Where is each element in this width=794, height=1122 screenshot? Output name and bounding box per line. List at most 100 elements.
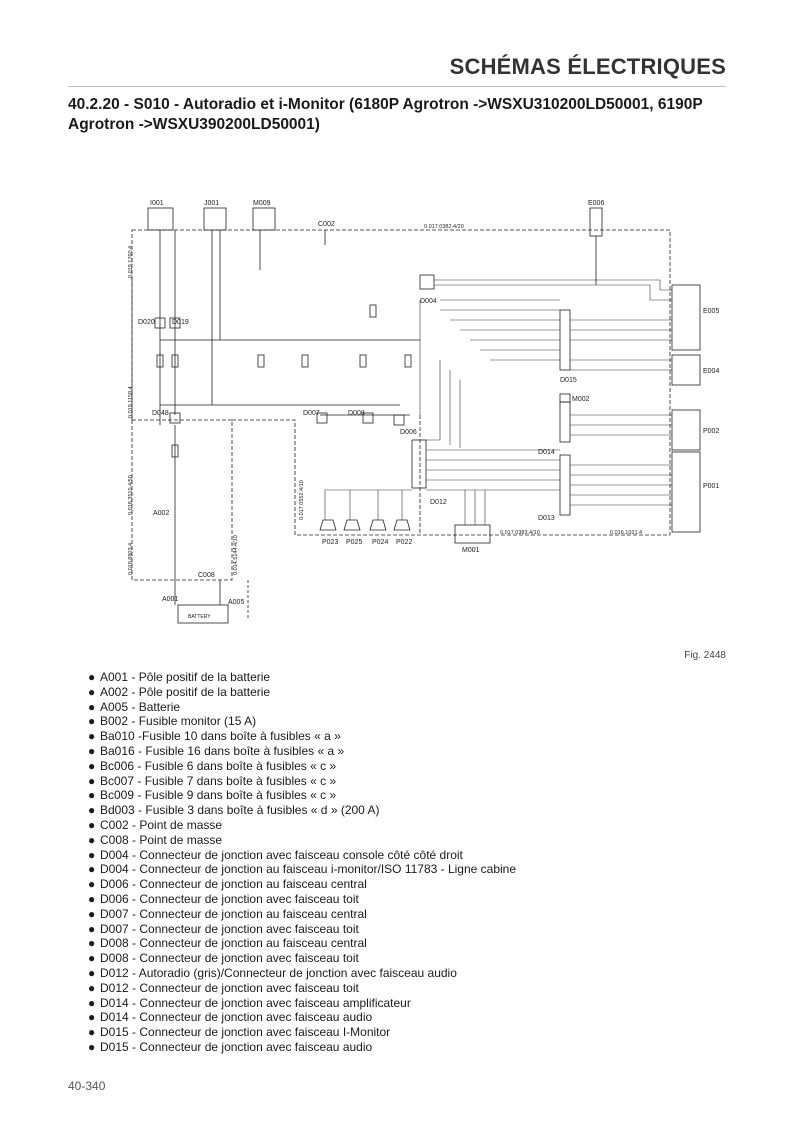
legend-item: ● Bd003 - Fusible 3 dans boîte à fusibles… (88, 803, 516, 818)
label-m002: M002 (572, 396, 590, 403)
d014-block (559, 401, 571, 443)
bullet-icon: ● (88, 670, 96, 684)
bullet-icon: ● (88, 877, 96, 892)
legend-item-text: Bd003 - Fusible 3 dans boîte à fusibles … (100, 803, 380, 818)
legend-item-text: D008 - Connecteur de jonction avec faisc… (100, 951, 359, 966)
legend-item-text: D014 - Connecteur de jonction avec faisc… (100, 995, 411, 1010)
legend-item: ● C008 - Point de masse (88, 833, 516, 848)
bullet-icon: ● (88, 951, 96, 966)
wire-ref-bottom-2: 0.016.1021.4 (610, 530, 642, 536)
legend-item: ●D014 - Connecteur de jonction avec fais… (88, 1010, 516, 1025)
legend-item-text: C002 - Point de masse (100, 817, 223, 832)
label-m001: M001 (462, 547, 480, 554)
legend-item-text: D006 - Connecteur de jonction avec faisc… (100, 891, 359, 906)
bullet-icon: ● (88, 803, 96, 818)
legend-item-text: D007 - Connecteur de jonction au faiscea… (100, 906, 367, 921)
p002-box (671, 409, 701, 451)
wiring-diagram: I001 J001 M009 C002 E006 D004 D020 D019 … (128, 200, 719, 624)
legend-item: ●B002 - Fusible monitor (15 A) (88, 714, 516, 729)
legend-item: ●D007 - Connecteur de jonction avec fais… (88, 922, 516, 937)
e006-box (589, 207, 603, 237)
legend-item-text: D004 - Connecteur de jonction au faiscea… (100, 862, 517, 877)
wire-ref-mid: 0.014.5144.4/10 (233, 535, 239, 575)
legend-item-text: D012 - Connecteur de jonction avec faisc… (100, 980, 359, 995)
d004-block (419, 274, 435, 290)
legend-item-text: D006 - Connecteur de jonction au faiscea… (100, 877, 367, 892)
label-d007: D007 (303, 410, 320, 417)
i001-box (147, 207, 174, 231)
legend-item-text: A002 - Pôle positif de la batterie (100, 684, 271, 699)
legend-item-text: D008 - Connecteur de jonction au faiscea… (100, 936, 367, 951)
label-p022: P022 (396, 539, 412, 546)
legend-item-text: Bc007 - Fusible 7 dans boîte à fusibles … (100, 773, 337, 788)
bullet-icon: ● (88, 714, 96, 729)
bullet-icon: ● (88, 980, 96, 995)
battery-box (177, 604, 229, 624)
legend-item: ● D004 - Connecteur de jonction avec fais… (88, 848, 516, 863)
label-d014: D014 (538, 449, 555, 456)
bullet-icon: ● (88, 995, 96, 1010)
legend-item: ●Ba010 -Fusible 10 dans boîte à fusibles… (88, 729, 516, 744)
p001-box (671, 451, 701, 533)
legend-item-text: A001 - Pôle positif de la batterie (100, 670, 271, 684)
bullet-icon: ● (88, 832, 96, 847)
bullet-icon: ● (88, 758, 96, 773)
label-p024: P024 (372, 539, 388, 546)
legend-item: ● D008 - Connecteur de jonction avec fais… (88, 951, 516, 966)
legend-item: ● Bc007 - Fusible 7 dans boîte à fusibles… (88, 774, 516, 789)
label-battery: BATTERY (188, 614, 211, 620)
label-p002: P002 (703, 428, 719, 435)
section-title: 40.2.20 - S010 - Autoradio et i-Monitor … (68, 96, 703, 133)
label-d020: D020 (138, 319, 155, 326)
wire-ref-left-3: 0.018.3510.4/50 (128, 475, 134, 515)
label-d008: D008 (348, 410, 365, 417)
bullet-icon: ● (88, 936, 96, 951)
legend-item-text: D015 - Connecteur de jonction avec faisc… (100, 1039, 373, 1054)
m002-block (559, 393, 571, 403)
legend-item: ●D012 - Autoradio (gris)/Connecteur de j… (88, 966, 516, 981)
d013-block (559, 454, 571, 516)
legend-item-text: D004 - Connecteur de jonction avec faisc… (100, 847, 463, 862)
header-divider (68, 86, 726, 87)
legend-item: ●A005 - Batterie (88, 700, 516, 715)
label-d015: D015 (560, 377, 577, 384)
wire-ref-top: 0.017.0382.4/20 (424, 224, 464, 230)
label-e005: E005 (703, 308, 719, 315)
label-c002: C002 (318, 221, 335, 228)
label-e004: E004 (703, 368, 719, 375)
label-c008: C008 (198, 572, 215, 579)
bullet-icon: ● (88, 1010, 96, 1025)
d012-block (411, 439, 427, 489)
legend-item: ●Bc006 - Fusible 6 dans boîte à fusibles… (88, 759, 516, 774)
legend-item-text: C008 - Point de masse (100, 832, 223, 847)
bullet-icon: ● (88, 684, 96, 699)
legend-item-text: Bc009 - Fusible 9 dans boîte à fusibles … (100, 788, 337, 803)
label-d013: D013 (538, 515, 555, 522)
legend-item: ● D008 - Connecteur de jonction au faisce… (88, 936, 516, 951)
label-p025: P025 (346, 539, 362, 546)
legend-item: ●D006 - Connecteur de jonction avec fais… (88, 892, 516, 907)
header-title: SCHÉMAS ÉLECTRIQUES (449, 54, 726, 79)
wire-ref-center: 0.017.0552.4/10 (299, 480, 305, 520)
label-p023: P023 (322, 539, 338, 546)
label-a005: A005 (228, 599, 244, 606)
m009-box (252, 207, 276, 231)
legend-item-text: Ba016 - Fusible 16 dans boîte à fusibles… (100, 743, 345, 758)
bullet-icon: ● (88, 817, 96, 832)
wire-ref-bottom-1: 0.017.0383.4/10 (500, 530, 540, 536)
bullet-icon: ● (88, 773, 96, 788)
legend-item: ● A001 - Pôle positif de la batterie (88, 670, 516, 685)
bullet-icon: ● (88, 743, 96, 758)
bullet-icon: ● (88, 729, 96, 744)
bullet-icon: ● (88, 862, 96, 877)
legend-item: ●D015 - Connecteur de jonction avec fais… (88, 1025, 516, 1040)
bullet-icon: ● (88, 847, 96, 862)
label-d004: D004 (420, 298, 437, 305)
wire-ref-left-1: 0.019.1760.4 (128, 246, 134, 278)
legend-item: ● D006 - Connecteur de jonction au faisce… (88, 877, 516, 892)
bullet-icon: ● (88, 965, 96, 980)
legend-item-text: D007 - Connecteur de jonction avec faisc… (100, 921, 359, 936)
label-i001: I001 (150, 200, 164, 207)
label-d048: D048 (152, 410, 169, 417)
page-number: 40-340 (68, 1079, 106, 1093)
